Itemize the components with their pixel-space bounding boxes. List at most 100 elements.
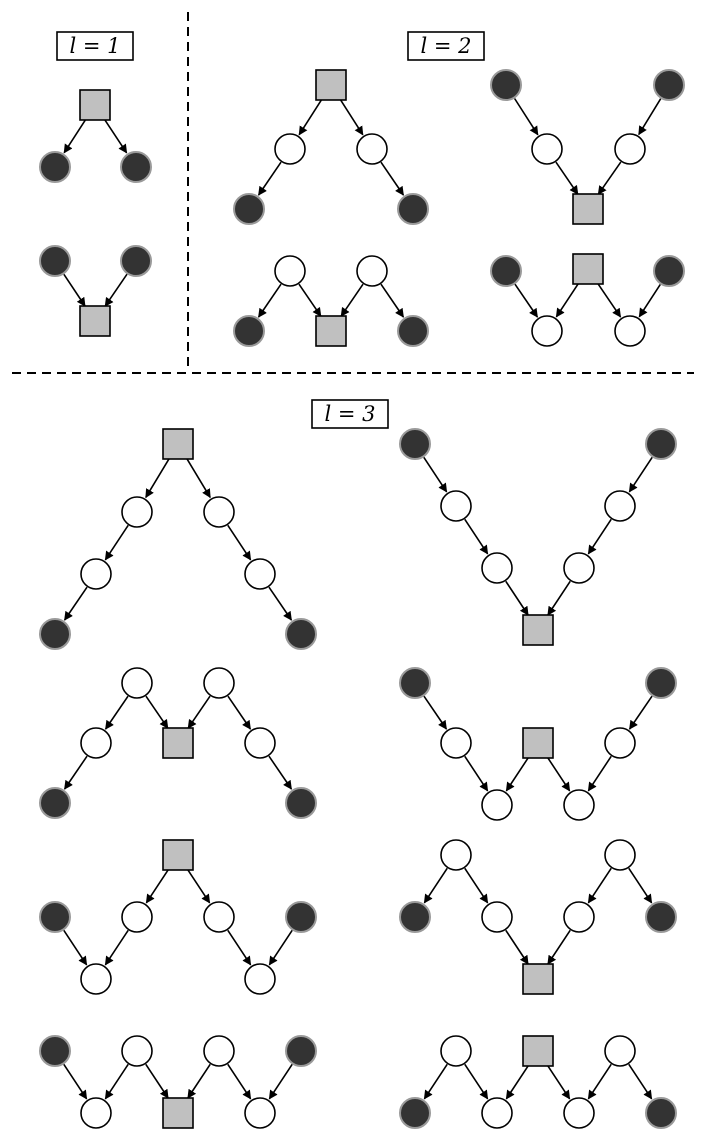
edge-arrow xyxy=(514,283,539,318)
edge-arrow xyxy=(423,1063,448,1100)
edge-arrow xyxy=(63,755,88,790)
edge-arrow xyxy=(187,1063,211,1099)
edge-arrow xyxy=(63,929,88,966)
edge-arrow xyxy=(268,586,293,621)
intermediate-node xyxy=(604,839,636,871)
target-node xyxy=(162,727,194,759)
source-node xyxy=(399,1097,431,1129)
intermediate-node xyxy=(481,789,513,821)
edge-arrow xyxy=(547,580,571,616)
intermediate-node xyxy=(563,1097,595,1129)
label-l1: l = 1 xyxy=(56,31,134,61)
edge-arrow xyxy=(638,98,662,136)
label-l2-box xyxy=(407,31,485,61)
intermediate-node xyxy=(531,133,563,165)
edge-arrow xyxy=(187,695,211,729)
edge-arrow xyxy=(547,929,571,965)
label-l3-text: l = 3 xyxy=(324,402,375,426)
edge-arrow xyxy=(63,118,87,154)
edge-arrow xyxy=(227,929,252,966)
intermediate-node xyxy=(440,1035,472,1067)
source-node xyxy=(285,618,317,650)
intermediate-node xyxy=(274,133,306,165)
source-node xyxy=(285,787,317,819)
intermediate-node xyxy=(604,727,636,759)
intermediate-node xyxy=(121,667,153,699)
intermediate-node xyxy=(604,1035,636,1067)
intermediate-node xyxy=(614,315,646,347)
edge-arrow xyxy=(298,283,322,317)
source-node xyxy=(399,667,431,699)
edge-arrow xyxy=(268,755,293,790)
edge-arrow xyxy=(227,524,252,561)
label-l3-box xyxy=(311,399,389,429)
edge-arrow xyxy=(628,867,653,904)
source-node xyxy=(39,1035,71,1067)
edge-arrow xyxy=(596,282,622,318)
target-node xyxy=(79,89,111,121)
nodes xyxy=(39,69,685,1129)
label-l2: l = 2 xyxy=(407,31,485,61)
intermediate-node xyxy=(203,667,235,699)
source-node xyxy=(285,1035,317,1067)
edge-arrow xyxy=(587,755,612,792)
edge-arrow xyxy=(638,283,661,318)
edge-arrow xyxy=(104,1063,129,1100)
edge-arrow xyxy=(464,867,489,904)
target-node xyxy=(79,305,111,337)
edge-arrow xyxy=(628,1063,653,1100)
edge-arrow xyxy=(380,161,405,196)
label-l1-text: l = 1 xyxy=(69,34,120,58)
edge-arrow xyxy=(104,273,128,307)
source-node xyxy=(39,787,71,819)
target-node xyxy=(315,69,347,101)
edge-arrow xyxy=(298,98,323,136)
intermediate-node xyxy=(80,963,112,995)
edge-arrow xyxy=(63,1063,88,1100)
source-node xyxy=(39,901,71,933)
edge-arrow xyxy=(63,273,86,307)
intermediate-node xyxy=(244,727,276,759)
source-node xyxy=(397,193,429,225)
edge-arrow xyxy=(587,1063,612,1100)
edge-arrow xyxy=(464,518,489,555)
target-node xyxy=(162,1097,194,1129)
intermediate-node xyxy=(356,255,388,287)
edge-arrow xyxy=(145,868,170,904)
intermediate-node xyxy=(203,1035,235,1067)
edge-arrow xyxy=(628,456,653,493)
edge-arrow xyxy=(423,695,448,730)
intermediate-node xyxy=(440,727,472,759)
intermediate-node xyxy=(80,727,112,759)
intermediate-node xyxy=(274,255,306,287)
edge-arrow xyxy=(587,867,612,904)
intermediate-node xyxy=(80,1097,112,1129)
edge-arrow xyxy=(546,756,571,792)
intermediate-node xyxy=(121,901,153,933)
edge-arrow xyxy=(464,1063,489,1100)
intermediate-node xyxy=(121,1035,153,1067)
intermediate-node xyxy=(356,133,388,165)
edges xyxy=(63,98,662,1100)
source-node xyxy=(653,255,685,287)
source-node xyxy=(490,69,522,101)
edge-arrow xyxy=(505,580,529,616)
source-node xyxy=(39,618,71,650)
edge-arrow xyxy=(587,518,612,555)
source-node xyxy=(399,901,431,933)
edge-arrow xyxy=(423,456,448,493)
intermediate-node xyxy=(440,839,472,871)
edge-arrow xyxy=(145,695,169,729)
source-node xyxy=(645,901,677,933)
source-node xyxy=(120,245,152,277)
edge-arrow xyxy=(103,118,128,154)
source-node xyxy=(399,428,431,460)
edge-arrow xyxy=(145,458,170,499)
intermediate-node xyxy=(244,1097,276,1129)
source-node xyxy=(397,315,429,347)
target-node xyxy=(162,839,194,871)
edge-arrow xyxy=(505,1064,530,1100)
intermediate-node xyxy=(481,552,513,584)
edge-arrow xyxy=(505,756,530,792)
